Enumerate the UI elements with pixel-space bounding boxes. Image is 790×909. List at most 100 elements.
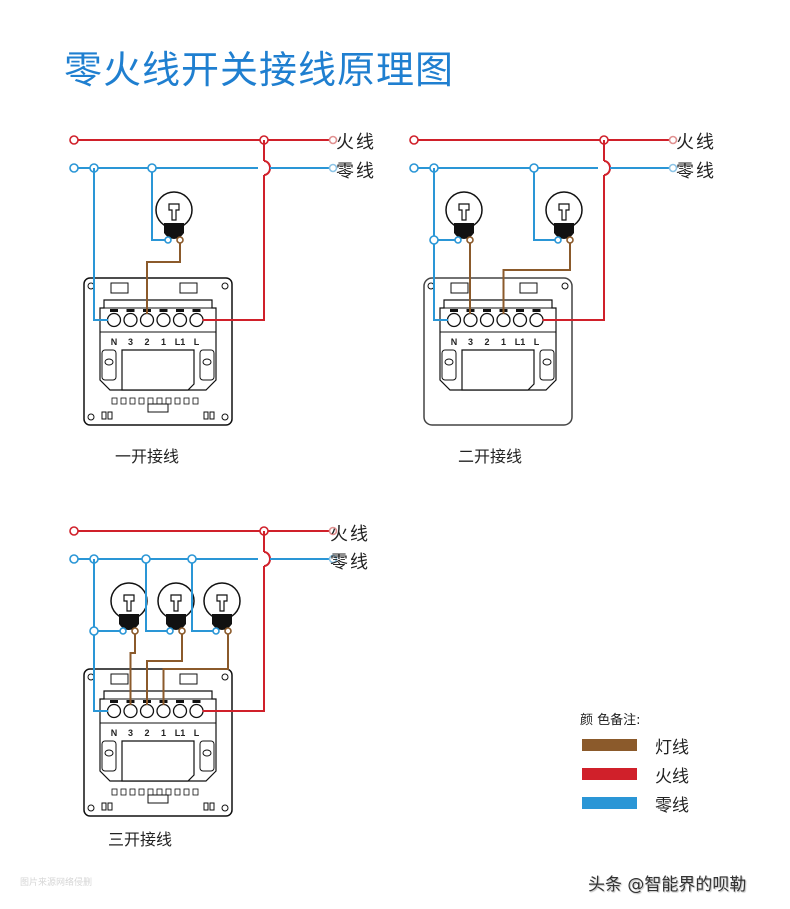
terminal-slot — [110, 700, 118, 703]
display-window — [121, 740, 195, 782]
terminal-slot — [516, 309, 524, 312]
foot-slot — [107, 802, 113, 811]
neutral-rail-label: 零线 — [336, 161, 376, 182]
terminal-slot — [192, 309, 201, 312]
legend-item-neutral: 零线 — [582, 792, 689, 816]
bulb-filament — [168, 203, 180, 221]
live-terminal-end — [668, 135, 678, 145]
terminal-label: N — [111, 337, 118, 347]
vent-slot — [120, 788, 127, 796]
live-terminal-end — [328, 526, 338, 536]
caption-two-gang: 二开接线 — [458, 447, 523, 466]
terminal-label: L1 — [175, 728, 186, 738]
live-to-L — [202, 175, 265, 321]
lamp-wire — [502, 240, 571, 314]
terminal-slot — [483, 309, 491, 312]
terminal-label: L1 — [175, 337, 186, 347]
clip-hole — [104, 749, 114, 757]
lamp-neutral-node — [454, 236, 462, 244]
neutral-junction — [429, 235, 439, 245]
terminal-slot — [110, 309, 118, 312]
lamp-live-node — [131, 627, 139, 635]
vent-slot — [165, 788, 172, 796]
mount-tab — [179, 282, 198, 294]
neutral-rail-label: 零线 — [676, 161, 716, 182]
vent-slot — [165, 397, 172, 405]
foot-slot — [203, 411, 209, 420]
neutral-terminal-end — [328, 554, 338, 564]
foot-slot — [101, 411, 107, 420]
terminal-slot — [192, 700, 201, 703]
bulb-filament — [458, 203, 470, 221]
vent-slot — [183, 397, 190, 405]
terminal-screw — [172, 312, 188, 328]
bulb-base — [454, 223, 474, 239]
terminal-screw — [189, 312, 204, 328]
bulb-filament — [170, 594, 182, 612]
terminal-slot — [159, 309, 168, 312]
lamp-live-node — [178, 627, 186, 635]
bulb-base — [119, 614, 139, 630]
mount-tab — [450, 282, 469, 294]
legend-label: 灯线 — [655, 737, 689, 758]
live-to-L — [542, 175, 605, 321]
bulb-filament — [123, 594, 135, 612]
foot-slot — [107, 411, 113, 420]
vent-slot — [120, 397, 127, 405]
bulb-base — [554, 223, 574, 239]
screw-hole — [221, 673, 229, 681]
bulb-icon — [445, 191, 483, 239]
live-rail-label: 火线 — [336, 132, 376, 153]
watermark-author: 头条 @智能界的呗勒 — [588, 875, 747, 895]
display-window — [461, 349, 535, 391]
neutral-wire-swatch — [582, 797, 637, 809]
terminal-label: 1 — [161, 728, 166, 738]
terminal-screw — [156, 312, 171, 328]
terminal-screw — [106, 312, 122, 328]
terminal-label: 3 — [128, 728, 133, 738]
neutral-junction — [147, 163, 157, 173]
neutral-to-lamp — [145, 559, 170, 632]
neutral-to-N — [93, 168, 108, 321]
screw-hole — [221, 282, 229, 290]
lamp-live-node — [566, 236, 574, 244]
vent-slot — [147, 397, 154, 405]
terminal-label: L1 — [515, 337, 526, 347]
lamp-wire — [146, 631, 183, 705]
terminal-label: L — [194, 728, 200, 738]
lamp-wire — [162, 631, 229, 705]
lamp-neutral-node — [554, 236, 562, 244]
terminal-screw — [123, 312, 138, 328]
release-tab — [147, 794, 169, 804]
neutral-to-lamp — [533, 168, 558, 241]
terminal-screw — [479, 312, 495, 328]
foot-slot — [203, 802, 209, 811]
vent-slot — [129, 397, 136, 405]
lamp-wire — [146, 240, 181, 314]
caption-three-gang: 三开接线 — [108, 830, 173, 849]
bulb-base — [212, 614, 232, 630]
wire-crossover — [603, 160, 611, 176]
terminal-label: 2 — [144, 728, 149, 738]
neutral-junction — [89, 626, 99, 636]
mount-tab — [179, 673, 198, 685]
terminal-screw — [446, 312, 462, 328]
neutral-rail-end — [409, 163, 419, 173]
bulb-filament — [216, 594, 228, 612]
screw-hole — [87, 804, 95, 812]
terminal-label: 1 — [161, 337, 166, 347]
screw-hole — [561, 282, 569, 290]
terminal-screw — [512, 312, 528, 328]
terminal-screw — [156, 703, 171, 719]
bulb-filament — [558, 203, 570, 221]
bulb-icon — [203, 582, 241, 630]
terminal-screw — [106, 703, 122, 719]
screw-hole — [221, 413, 229, 421]
caption-one-gang: 一开接线 — [115, 447, 180, 466]
live-rail-end — [69, 526, 79, 536]
